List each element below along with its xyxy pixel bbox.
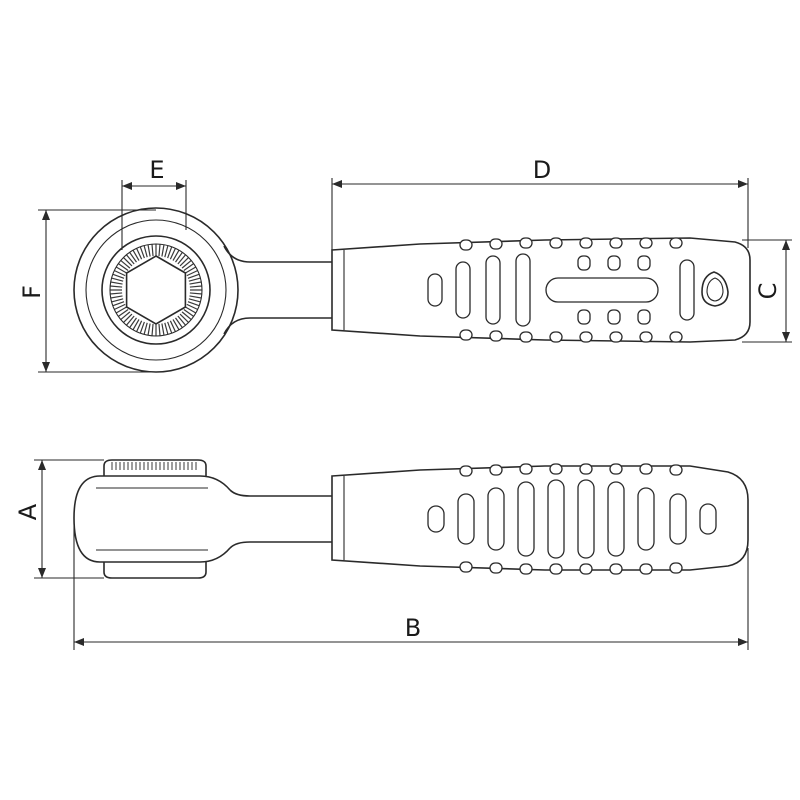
grip-slots-side: [427, 463, 717, 575]
dimension-b: B: [73, 526, 749, 650]
head-inner-ring: [85, 219, 227, 361]
dimension-a: A: [14, 459, 104, 579]
label-c: C: [754, 283, 782, 300]
socket-ring: [101, 235, 211, 345]
head-neck: [223, 245, 332, 335]
hex-socket: [125, 255, 187, 325]
bottom-ring: [103, 562, 207, 579]
top-view: E D F C: [18, 156, 792, 373]
ratchet-teeth: [110, 244, 202, 336]
label-f: F: [18, 285, 46, 299]
dimension-f: F: [18, 209, 156, 373]
label-d: D: [533, 156, 551, 184]
top-knurl: [103, 459, 207, 476]
head-outer-ring: [73, 207, 239, 373]
side-view: A B: [14, 459, 749, 650]
grip-slots-top: [427, 237, 729, 343]
side-shaft: [229, 489, 332, 549]
side-head: [73, 475, 231, 563]
dimension-d: D: [331, 156, 749, 250]
handle-body-top: [331, 237, 751, 343]
hang-hole: [701, 271, 729, 307]
label-a: A: [14, 503, 42, 520]
label-e: E: [149, 156, 164, 184]
knurl-lines: [111, 462, 197, 470]
handle-body-side: [331, 465, 749, 571]
dimension-c: C: [742, 239, 792, 343]
dimension-e: E: [121, 156, 187, 250]
label-b: B: [405, 614, 421, 642]
